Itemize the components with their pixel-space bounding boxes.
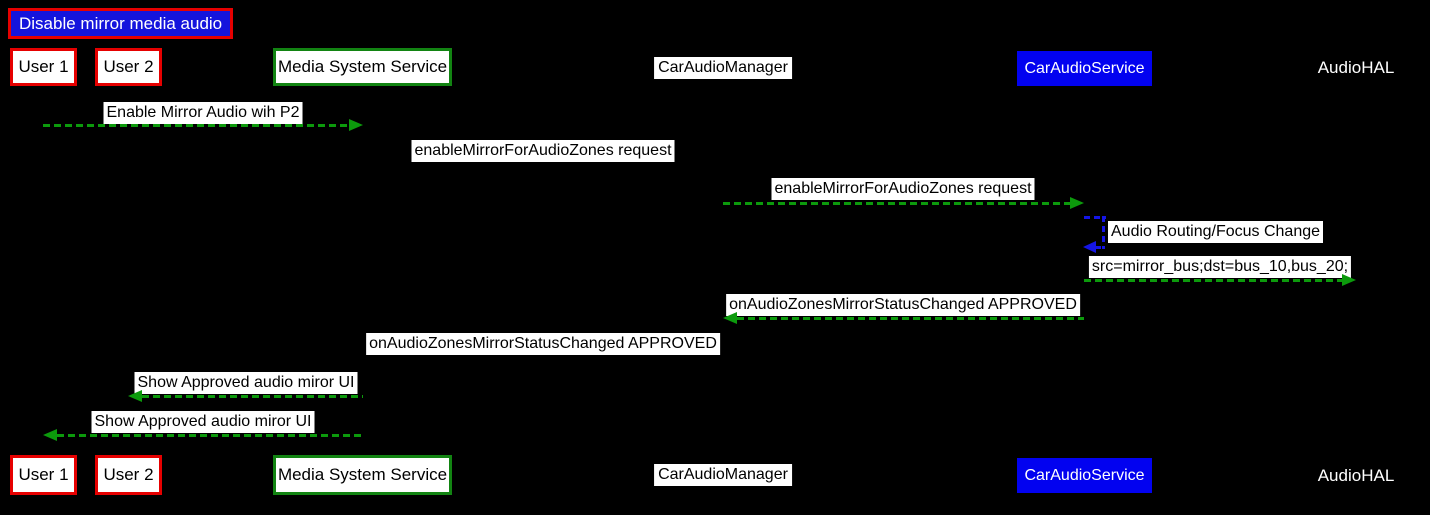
participant-audiohal-top: AudioHAL [1317,58,1395,77]
arrow-line-show-approved-1 [142,395,363,398]
arrow-line-enable-mirror-zones [723,202,1070,205]
participant-media-system-service-top: Media System Service [273,48,452,86]
arrow-line-show-approved-2 [57,434,363,437]
arrow-line-src-mirror-bus [1084,279,1342,282]
arrow-line-status-changed-1 [737,317,1084,320]
arrow-line-enable-mirror [43,124,349,127]
participant-caraudiomanager-top: CarAudioManager [654,57,792,79]
participant-caraudiomanager-bottom: CarAudioManager [654,464,792,486]
participant-user1-bottom: User 1 [10,455,77,495]
message-status-changed-approved-2: onAudioZonesMirrorStatusChanged APPROVED [366,333,720,355]
message-show-approved-ui-1: Show Approved audio miror UI [134,372,358,394]
arrowhead-right-icon [1342,274,1356,286]
participant-user2-top: User 2 [95,48,162,86]
diagram-title: Disable mirror media audio [8,8,234,39]
self-loop-top-segment [1084,216,1106,219]
self-loop-bottom-segment [1095,246,1105,249]
message-enable-mirror-zones-request-2: enableMirrorForAudioZones request [771,178,1035,200]
arrowhead-left-icon [128,390,142,402]
arrowhead-right-icon [1070,197,1084,209]
participant-caraudioservice-top: CarAudioService [1017,51,1152,86]
message-audio-routing-focus-change: Audio Routing/Focus Change [1108,221,1324,243]
message-enable-mirror-audio: Enable Mirror Audio wih P2 [103,102,303,124]
message-src-mirror-bus: src=mirror_bus;dst=bus_10,bus_20; [1088,256,1352,278]
self-loop-right-segment [1102,216,1105,249]
participant-user1-top: User 1 [10,48,77,86]
participant-media-system-service-bottom: Media System Service [273,455,452,495]
arrowhead-right-icon [349,119,363,131]
arrowhead-left-icon [723,312,737,324]
message-status-changed-approved-1: onAudioZonesMirrorStatusChanged APPROVED [726,294,1080,316]
arrowhead-left-blue-icon [1083,241,1096,253]
participant-caraudioservice-bottom: CarAudioService [1017,458,1152,493]
arrowhead-left-icon [43,429,57,441]
participant-audiohal-bottom: AudioHAL [1317,466,1395,485]
message-enable-mirror-zones-request-1: enableMirrorForAudioZones request [411,140,675,162]
message-show-approved-ui-2: Show Approved audio miror UI [91,411,315,433]
participant-user2-bottom: User 2 [95,455,162,495]
